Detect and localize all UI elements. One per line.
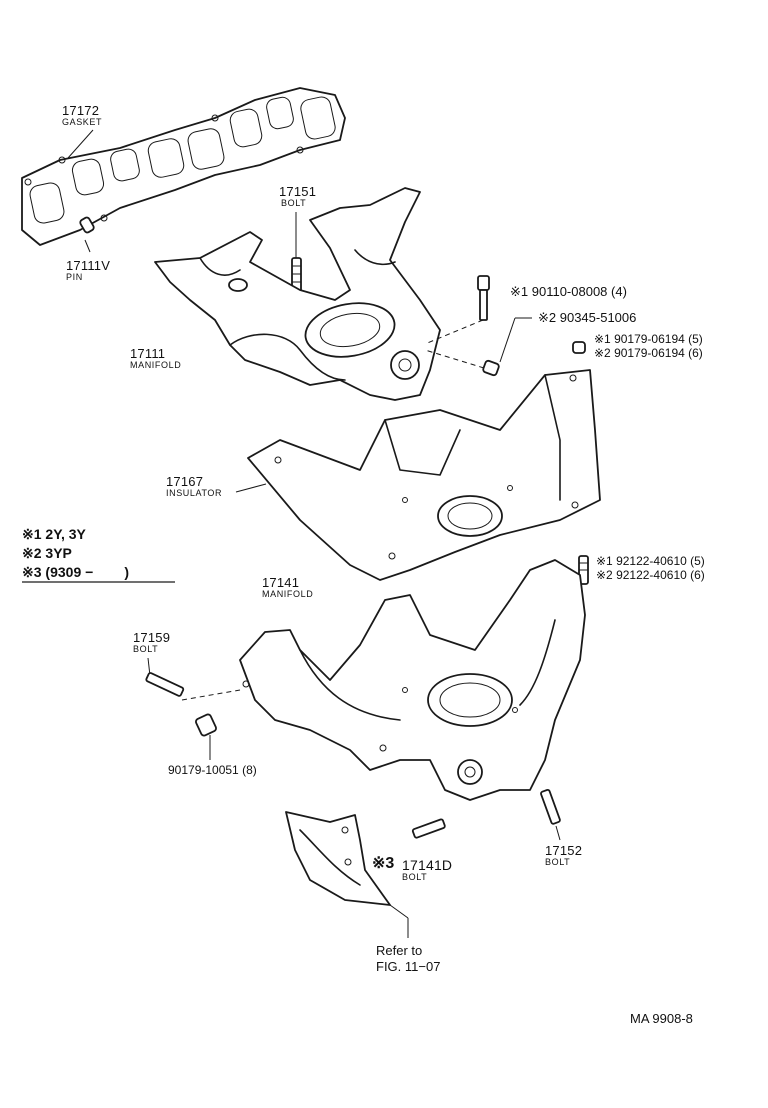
pin-drawing bbox=[79, 216, 95, 253]
gasket-part-name: GASKET bbox=[62, 117, 103, 127]
bolt-17141d-mark: ※3 bbox=[372, 855, 395, 872]
refer-to-text: Refer to bbox=[376, 943, 423, 958]
manifold-17111-drawing bbox=[154, 187, 441, 401]
legend-row-1: ※1 2Y, 3Y bbox=[22, 527, 86, 541]
legend-text-1: 2Y, 3Y bbox=[45, 526, 86, 542]
bolt-17159-part-number: 17159 bbox=[133, 630, 171, 645]
legend-mark-2: ※2 bbox=[22, 545, 42, 561]
washer-90345-drawing bbox=[424, 317, 532, 377]
heat-shield-drawing bbox=[285, 811, 409, 938]
nut-90179-06194-label-2: ※2 90179-06194 (6) bbox=[594, 346, 703, 360]
bolt-17152-part-name: BOLT bbox=[545, 857, 571, 867]
nut-90179-06194-drawing bbox=[572, 341, 586, 354]
manifold-17111-part-name: MANIFOLD bbox=[130, 360, 182, 370]
legend-mark-1: ※1 bbox=[22, 526, 42, 542]
legend-text-3: (9309 − ) bbox=[45, 564, 130, 580]
bolt-17152-drawing bbox=[540, 788, 561, 841]
bolt-17141d-drawing bbox=[411, 818, 446, 839]
nut-90179-10051-label: 90179-10051 (8) bbox=[168, 763, 257, 777]
insulator-part-name: INSULATOR bbox=[166, 488, 223, 498]
nut-90179-06194-label-1: ※1 90179-06194 (5) bbox=[594, 332, 703, 346]
stud-92122-drawing bbox=[578, 555, 589, 585]
manifold-17141-drawing bbox=[239, 559, 586, 801]
bolt-17151-part-name: BOLT bbox=[281, 198, 307, 208]
manifold-17141-part-name: MANIFOLD bbox=[262, 589, 314, 599]
gasket-drawing bbox=[21, 87, 346, 246]
legend-row-2: ※2 3YP bbox=[22, 546, 72, 560]
legend-mark-3: ※3 bbox=[22, 564, 42, 580]
bolt-17152-part-number: 17152 bbox=[545, 843, 583, 858]
bolt-17151-part-number: 17151 bbox=[279, 184, 317, 199]
bolt-17159-drawing bbox=[145, 657, 241, 760]
stud-92122-label-1: ※1 92122-40610 (5) bbox=[596, 554, 705, 568]
pin-part-name: PIN bbox=[66, 272, 83, 282]
figure-code: MA 9908-8 bbox=[630, 1011, 693, 1026]
legend-text-2: 3YP bbox=[45, 545, 72, 561]
bolt-17141d-part-number: 17141D bbox=[402, 857, 453, 873]
bolt-17159-part-name: BOLT bbox=[133, 644, 159, 654]
legend-row-3: ※3 (9309 − ) bbox=[22, 565, 129, 579]
figure-reference: FIG. 11−07 bbox=[376, 959, 441, 974]
bolt-90110-drawing bbox=[424, 275, 490, 345]
manifold-17141-part-number: 17141 bbox=[262, 575, 300, 590]
stud-92122-label-2: ※2 92122-40610 (6) bbox=[596, 568, 705, 582]
pin-part-number: 17111V bbox=[66, 258, 111, 273]
bolt-90110-label: ※1 90110-08008 (4) bbox=[510, 284, 627, 299]
manifold-17111-part-number: 17111 bbox=[130, 346, 166, 361]
bolt-17141d-part-name: BOLT bbox=[402, 872, 428, 882]
gasket-part-number: 17172 bbox=[62, 103, 100, 118]
washer-90345-label: ※2 90345-51006 bbox=[538, 310, 637, 325]
insulator-part-number: 17167 bbox=[166, 474, 204, 489]
insulator-drawing bbox=[235, 369, 601, 581]
